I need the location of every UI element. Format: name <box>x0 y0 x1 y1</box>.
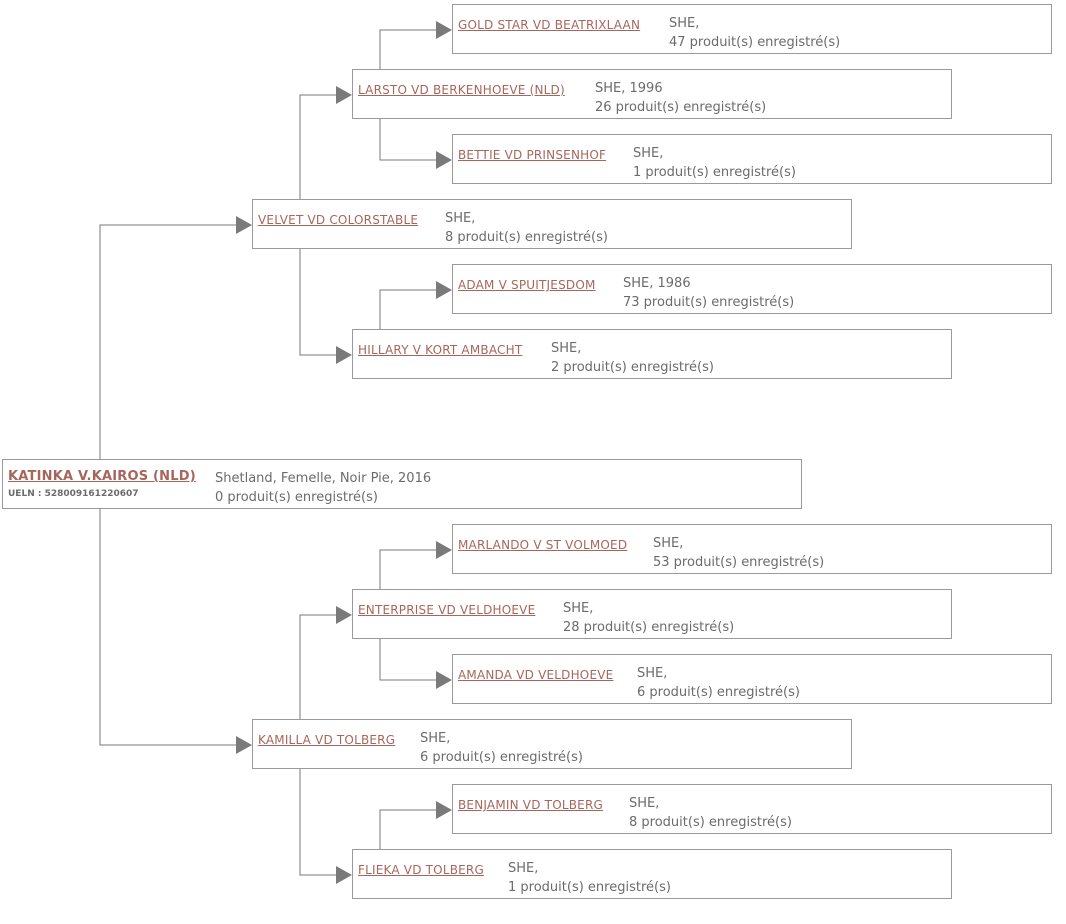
horse-name-link[interactable]: ENTERPRISE VD VELDHOEVE <box>358 603 536 617</box>
horse-info: SHE, 8 produit(s) enregistré(s) <box>445 209 608 247</box>
horse-details: SHE, <box>653 536 684 551</box>
horse-details: SHE, 1986 <box>623 276 691 291</box>
horse-name-link[interactable]: FLIEKA VD TOLBERG <box>358 863 484 877</box>
horse-card-ss-sire: GOLD STAR VD BEATRIXLAAN SHE, 47 produit… <box>452 4 1052 54</box>
horse-info: SHE, 53 produit(s) enregistré(s) <box>653 534 824 572</box>
horse-name-link[interactable]: MARLANDO V ST VOLMOED <box>458 538 628 552</box>
horse-details: Shetland, Femelle, Noir Pie, 2016 <box>215 471 432 486</box>
horse-card-sire-dam: HILLARY V KORT AMBACHT SHE, 2 produit(s)… <box>352 329 952 379</box>
connector-ss-dam <box>379 119 436 161</box>
horse-products: 8 produit(s) enregistré(s) <box>629 815 792 830</box>
connector-sire-sire <box>299 94 336 200</box>
horse-name-link[interactable]: KATINKA V.KAIROS (NLD) <box>8 469 196 484</box>
horse-name-link[interactable]: KAMILLA VD TOLBERG <box>258 733 396 747</box>
arrow-head <box>236 736 252 754</box>
horse-card-sd-sire: ADAM V SPUITJESDOM SHE, 1986 73 produit(… <box>452 264 1052 314</box>
horse-info: SHE, 47 produit(s) enregistré(s) <box>669 14 840 52</box>
horse-products: 6 produit(s) enregistré(s) <box>637 685 800 700</box>
connector-sire-dam <box>299 249 336 356</box>
horse-name-link[interactable]: BENJAMIN VD TOLBERG <box>458 798 603 812</box>
horse-card-dam-sire: ENTERPRISE VD VELDHOEVE SHE, 28 produit(… <box>352 589 952 639</box>
horse-products: 8 produit(s) enregistré(s) <box>445 230 608 245</box>
arrow-head <box>436 801 452 819</box>
horse-details: SHE, <box>551 341 582 356</box>
horse-details: SHE, <box>420 731 451 746</box>
horse-name-link[interactable]: AMANDA VD VELDHOEVE <box>458 668 614 682</box>
horse-name-link[interactable]: VELVET VD COLORSTABLE <box>258 213 419 227</box>
arrow-head <box>336 86 352 104</box>
horse-products: 1 produit(s) enregistré(s) <box>633 165 796 180</box>
horse-products: 47 produit(s) enregistré(s) <box>669 35 841 50</box>
horse-card-dam: KAMILLA VD TOLBERG SHE, 6 produit(s) enr… <box>252 719 852 769</box>
horse-card-ds-sire: MARLANDO V ST VOLMOED SHE, 53 produit(s)… <box>452 524 1052 574</box>
arrow-head <box>236 216 252 234</box>
arrow-head <box>336 346 352 364</box>
horse-products: 26 produit(s) enregistré(s) <box>595 100 767 115</box>
connector-root-dam <box>99 509 236 746</box>
horse-card-ds-dam: AMANDA VD VELDHOEVE SHE, 6 produit(s) en… <box>452 654 1052 704</box>
arrow-head <box>436 541 452 559</box>
connector-ds-sire <box>379 549 436 590</box>
arrow-head <box>436 671 452 689</box>
horse-info: SHE, 2 produit(s) enregistré(s) <box>551 339 714 377</box>
horse-info: SHE, 1 produit(s) enregistré(s) <box>633 144 796 182</box>
arrow-head <box>436 281 452 299</box>
horse-details: SHE, <box>563 601 594 616</box>
arrow-head <box>436 151 452 169</box>
horse-name-link[interactable]: ADAM V SPUITJESDOM <box>458 278 596 292</box>
horse-products: 53 produit(s) enregistré(s) <box>653 555 825 570</box>
horse-details: SHE, <box>445 211 476 226</box>
horse-details: SHE, <box>637 666 668 681</box>
horse-details: SHE, <box>633 146 664 161</box>
horse-products: 1 produit(s) enregistré(s) <box>508 880 671 895</box>
arrow-head <box>436 21 452 39</box>
horse-card-dd-sire: BENJAMIN VD TOLBERG SHE, 8 produit(s) en… <box>452 784 1052 834</box>
ueln-label: UELN : 528009161220607 <box>8 489 139 499</box>
horse-details: SHE, 1996 <box>595 81 663 96</box>
horse-name-link[interactable]: HILLARY V KORT AMBACHT <box>358 343 523 357</box>
horse-products: 0 produit(s) enregistré(s) <box>215 490 378 505</box>
horse-info: SHE, 8 produit(s) enregistré(s) <box>629 794 792 832</box>
connector-dam-sire <box>299 614 336 720</box>
horse-info: SHE, 28 produit(s) enregistré(s) <box>563 599 734 637</box>
horse-details: SHE, <box>629 796 660 811</box>
horse-info: SHE, 1996 26 produit(s) enregistré(s) <box>595 79 766 117</box>
horse-products: 2 produit(s) enregistré(s) <box>551 360 714 375</box>
horse-info: SHE, 6 produit(s) enregistré(s) <box>637 664 800 702</box>
horse-card-root: KATINKA V.KAIROS (NLD) UELN : 5280091612… <box>2 459 802 509</box>
horse-info: SHE, 1 produit(s) enregistré(s) <box>508 859 671 897</box>
horse-details: SHE, <box>508 861 539 876</box>
horse-card-dam-dam: FLIEKA VD TOLBERG SHE, 1 produit(s) enre… <box>352 849 952 899</box>
connector-ss-sire <box>379 29 436 70</box>
horse-info: Shetland, Femelle, Noir Pie, 2016 0 prod… <box>215 469 431 507</box>
horse-name-link[interactable]: GOLD STAR VD BEATRIXLAAN <box>458 18 641 32</box>
connector-sd-sire <box>379 289 436 330</box>
connector-dam-dam <box>299 769 336 876</box>
horse-info: SHE, 6 produit(s) enregistré(s) <box>420 729 583 767</box>
horse-products: 73 produit(s) enregistré(s) <box>623 295 795 310</box>
horse-name-link[interactable]: BETTIE VD PRINSENHOF <box>458 148 607 162</box>
horse-products: 28 produit(s) enregistré(s) <box>563 620 735 635</box>
arrow-head <box>336 606 352 624</box>
horse-info: SHE, 1986 73 produit(s) enregistré(s) <box>623 274 794 312</box>
horse-name-link[interactable]: LARSTO VD BERKENHOEVE (NLD) <box>358 83 565 97</box>
connector-root-sire <box>99 224 236 460</box>
connector-ds-dam <box>379 639 436 681</box>
horse-details: SHE, <box>669 16 700 31</box>
horse-card-sire-sire: LARSTO VD BERKENHOEVE (NLD) SHE, 1996 26… <box>352 69 952 119</box>
connector-dd-sire <box>379 809 436 850</box>
horse-card-ss-dam: BETTIE VD PRINSENHOF SHE, 1 produit(s) e… <box>452 134 1052 184</box>
horse-card-sire: VELVET VD COLORSTABLE SHE, 8 produit(s) … <box>252 199 852 249</box>
arrow-head <box>336 866 352 884</box>
horse-products: 6 produit(s) enregistré(s) <box>420 750 583 765</box>
